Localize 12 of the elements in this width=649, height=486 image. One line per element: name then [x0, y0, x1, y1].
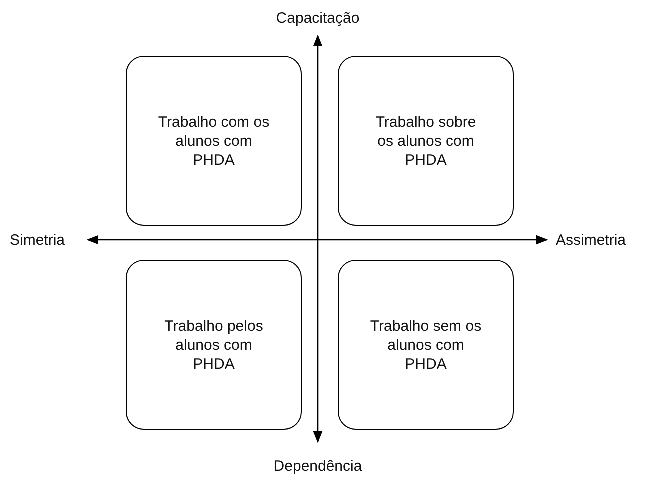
quadrant-box [126, 56, 302, 226]
axis-label: Simetria [10, 232, 66, 249]
quadrant-text: Trabalho com os alunos com PHDA [158, 112, 270, 170]
quadrant-text: Trabalho sobre os alunos com PHDA [374, 112, 478, 170]
quadrant-text: Trabalho sem os alunos com PHDA [370, 316, 482, 374]
quadrant-text: Trabalho pelos alunos com PHDA [164, 316, 264, 374]
axis-label: Capacitação [276, 10, 360, 27]
quadrant-box [338, 260, 514, 430]
quadrant-box [126, 260, 302, 430]
quadrant-box [338, 56, 514, 226]
axis-label: Assimetria [556, 232, 626, 249]
axis-label: Dependência [274, 458, 362, 475]
